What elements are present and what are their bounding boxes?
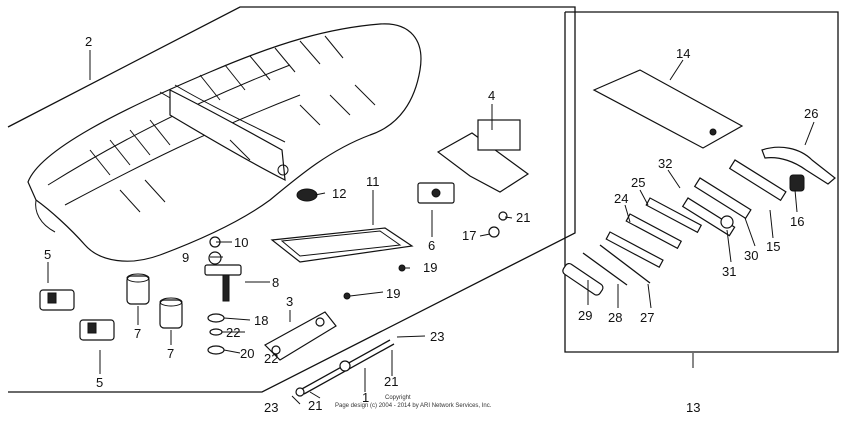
pliers-26 xyxy=(761,146,836,185)
callout-12: 12 xyxy=(332,186,346,201)
tool-bag-14 xyxy=(592,69,744,149)
callout-30: 30 xyxy=(744,248,758,263)
callout-21-pin-left: 21 xyxy=(308,398,322,413)
callout-15: 15 xyxy=(766,239,780,254)
leader-lines xyxy=(47,50,815,405)
bolts-17-21 xyxy=(488,211,508,238)
callout-19-upper: 19 xyxy=(423,260,437,275)
callout-23-right: 23 xyxy=(430,329,444,344)
callout-7-left: 7 xyxy=(134,326,141,341)
callout-27: 27 xyxy=(640,310,654,325)
holder-plate-11 xyxy=(270,227,414,263)
hinge-bracket-3 xyxy=(264,311,337,361)
callout-5-top: 5 xyxy=(44,247,51,262)
cushion-7-left xyxy=(126,273,150,305)
callout-20: 20 xyxy=(240,346,254,361)
toolkit-group-frame xyxy=(564,11,839,353)
grommet-12 xyxy=(296,188,318,202)
callout-24: 24 xyxy=(614,191,628,206)
cushion-7-right xyxy=(159,297,183,329)
callout-14: 14 xyxy=(676,46,690,61)
callout-9: 9 xyxy=(182,250,189,265)
wrenches-15-16-30 xyxy=(681,159,805,237)
callout-21-bracket: 21 xyxy=(516,210,530,225)
callout-23-left: 23 xyxy=(264,400,278,415)
wrenches-24-25-31-32 xyxy=(605,197,734,269)
screwdrivers-27-28-29 xyxy=(562,244,651,296)
callout-2: 2 xyxy=(85,34,92,49)
callout-11: 11 xyxy=(366,174,380,189)
callout-1: 1 xyxy=(362,390,369,405)
holder-6 xyxy=(417,182,455,204)
bracket-4 xyxy=(436,119,530,193)
copyright-line-2: Page design (c) 2004 - 2014 by ARI Netwo… xyxy=(335,403,492,409)
seat-group-frame xyxy=(7,6,576,393)
washers-18-22-20 xyxy=(207,313,225,355)
callout-21-pin-right: 21 xyxy=(384,374,398,389)
callout-5-bottom: 5 xyxy=(96,375,103,390)
seat-rubber-5-top xyxy=(39,289,75,311)
callout-22-left: 22 xyxy=(226,325,240,340)
callout-18: 18 xyxy=(254,313,268,328)
callout-13: 13 xyxy=(686,400,700,415)
callout-32: 32 xyxy=(658,156,672,171)
copyright-line-1: Copyright xyxy=(385,395,411,401)
callout-6: 6 xyxy=(428,238,435,253)
callout-16: 16 xyxy=(790,214,804,229)
lock-assembly-8 xyxy=(204,236,242,302)
callout-8: 8 xyxy=(272,275,279,290)
callout-29: 29 xyxy=(578,308,592,323)
callout-31: 31 xyxy=(722,264,736,279)
callout-10: 10 xyxy=(234,235,248,250)
hinge-pin-1 xyxy=(295,339,395,397)
seat-rubber-5-bottom xyxy=(79,319,115,341)
seat-illustration xyxy=(27,23,422,262)
callout-7-right: 7 xyxy=(167,346,174,361)
callout-25: 25 xyxy=(631,175,645,190)
callout-4: 4 xyxy=(488,88,495,103)
callout-28: 28 xyxy=(608,310,622,325)
callout-26: 26 xyxy=(804,106,818,121)
callout-19-lower: 19 xyxy=(386,286,400,301)
callout-22-right: 22 xyxy=(264,351,278,366)
callout-3: 3 xyxy=(286,294,293,309)
callout-17: 17 xyxy=(462,228,476,243)
